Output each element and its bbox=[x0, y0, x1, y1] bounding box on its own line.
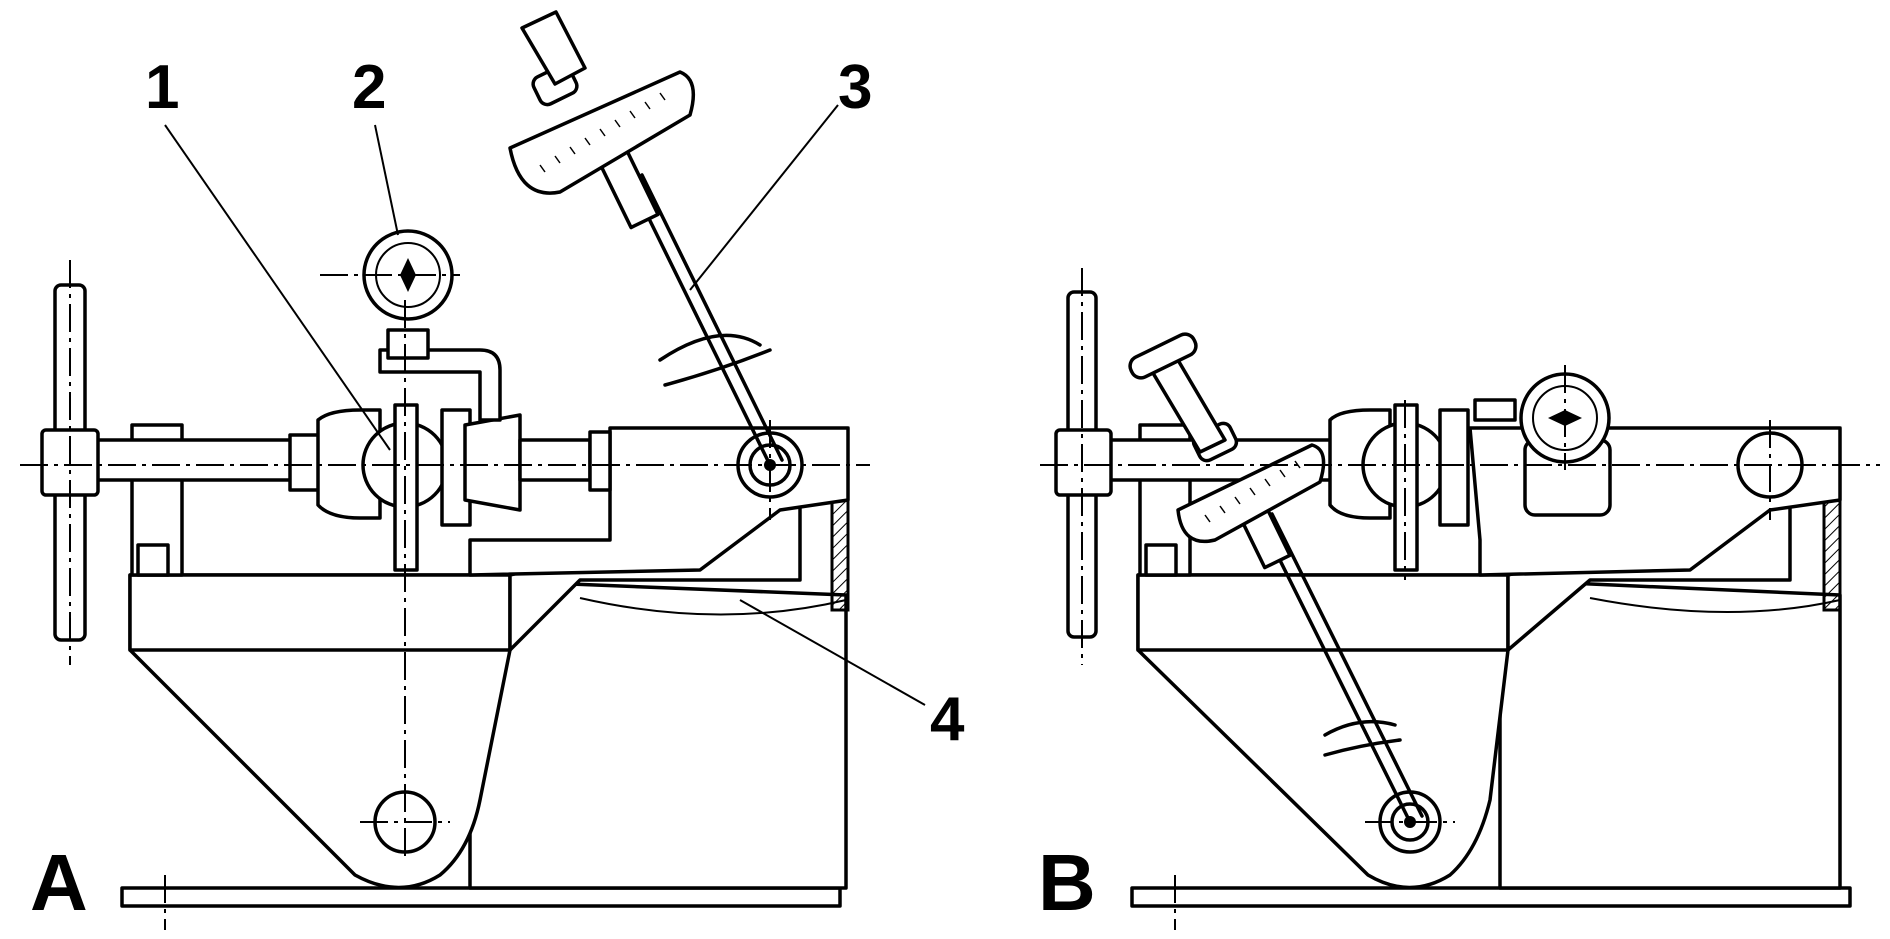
table-b bbox=[1136, 573, 1510, 652]
shaft2-a bbox=[518, 438, 592, 482]
view-label-b: B bbox=[1038, 838, 1096, 927]
torque-wrench-rod2-b bbox=[1270, 512, 1424, 818]
table-a bbox=[128, 573, 512, 652]
view-b: B bbox=[1038, 268, 1880, 930]
view-a: 1 2 3 4 A bbox=[20, 10, 965, 930]
base-plate-b bbox=[1130, 886, 1852, 908]
rotation-arrow-top-a bbox=[658, 333, 762, 362]
post-foot-a bbox=[136, 543, 170, 577]
callout-4: 4 bbox=[930, 685, 965, 754]
leader-2 bbox=[374, 124, 399, 236]
leader-1 bbox=[164, 124, 391, 451]
wrench-scale-a bbox=[539, 92, 666, 173]
callout-1: 1 bbox=[145, 53, 179, 122]
post-foot-b bbox=[1144, 543, 1178, 577]
spindle-housing-b bbox=[1438, 408, 1470, 527]
torque-wrench-rod-b bbox=[1258, 518, 1412, 824]
shaft2-nut-a bbox=[588, 430, 612, 492]
wrench-dial-b bbox=[1176, 443, 1326, 544]
shaft-collar-a bbox=[288, 433, 322, 492]
callout-3: 3 bbox=[838, 53, 872, 122]
torque-wrench-rod2-a bbox=[640, 173, 784, 462]
coupling-a bbox=[463, 413, 522, 512]
leader-4 bbox=[739, 599, 926, 706]
gauge-stem-a bbox=[386, 328, 430, 360]
torque-wrench-rod-a bbox=[628, 178, 772, 467]
view-label-a: A bbox=[30, 838, 88, 927]
gauge-clamp-b bbox=[1473, 398, 1517, 422]
frame-body-b bbox=[1498, 578, 1842, 890]
base-plate-a bbox=[120, 886, 842, 908]
wrench-handle-a bbox=[520, 10, 587, 86]
handwheel-hub-b bbox=[1054, 428, 1113, 497]
wrench-grip-b bbox=[1128, 332, 1198, 380]
gauge-arm-a bbox=[378, 348, 502, 422]
shaft-a bbox=[88, 438, 312, 482]
rotation-arrow-bottom-b bbox=[1323, 738, 1402, 757]
callout-2: 2 bbox=[352, 53, 386, 122]
leader-3 bbox=[689, 104, 839, 291]
rotation-arrow-bottom-a bbox=[663, 348, 772, 387]
frame-curve-a bbox=[579, 597, 847, 616]
frame-curve-b bbox=[1589, 597, 1841, 613]
rotation-arrow-top-b bbox=[1323, 719, 1397, 737]
